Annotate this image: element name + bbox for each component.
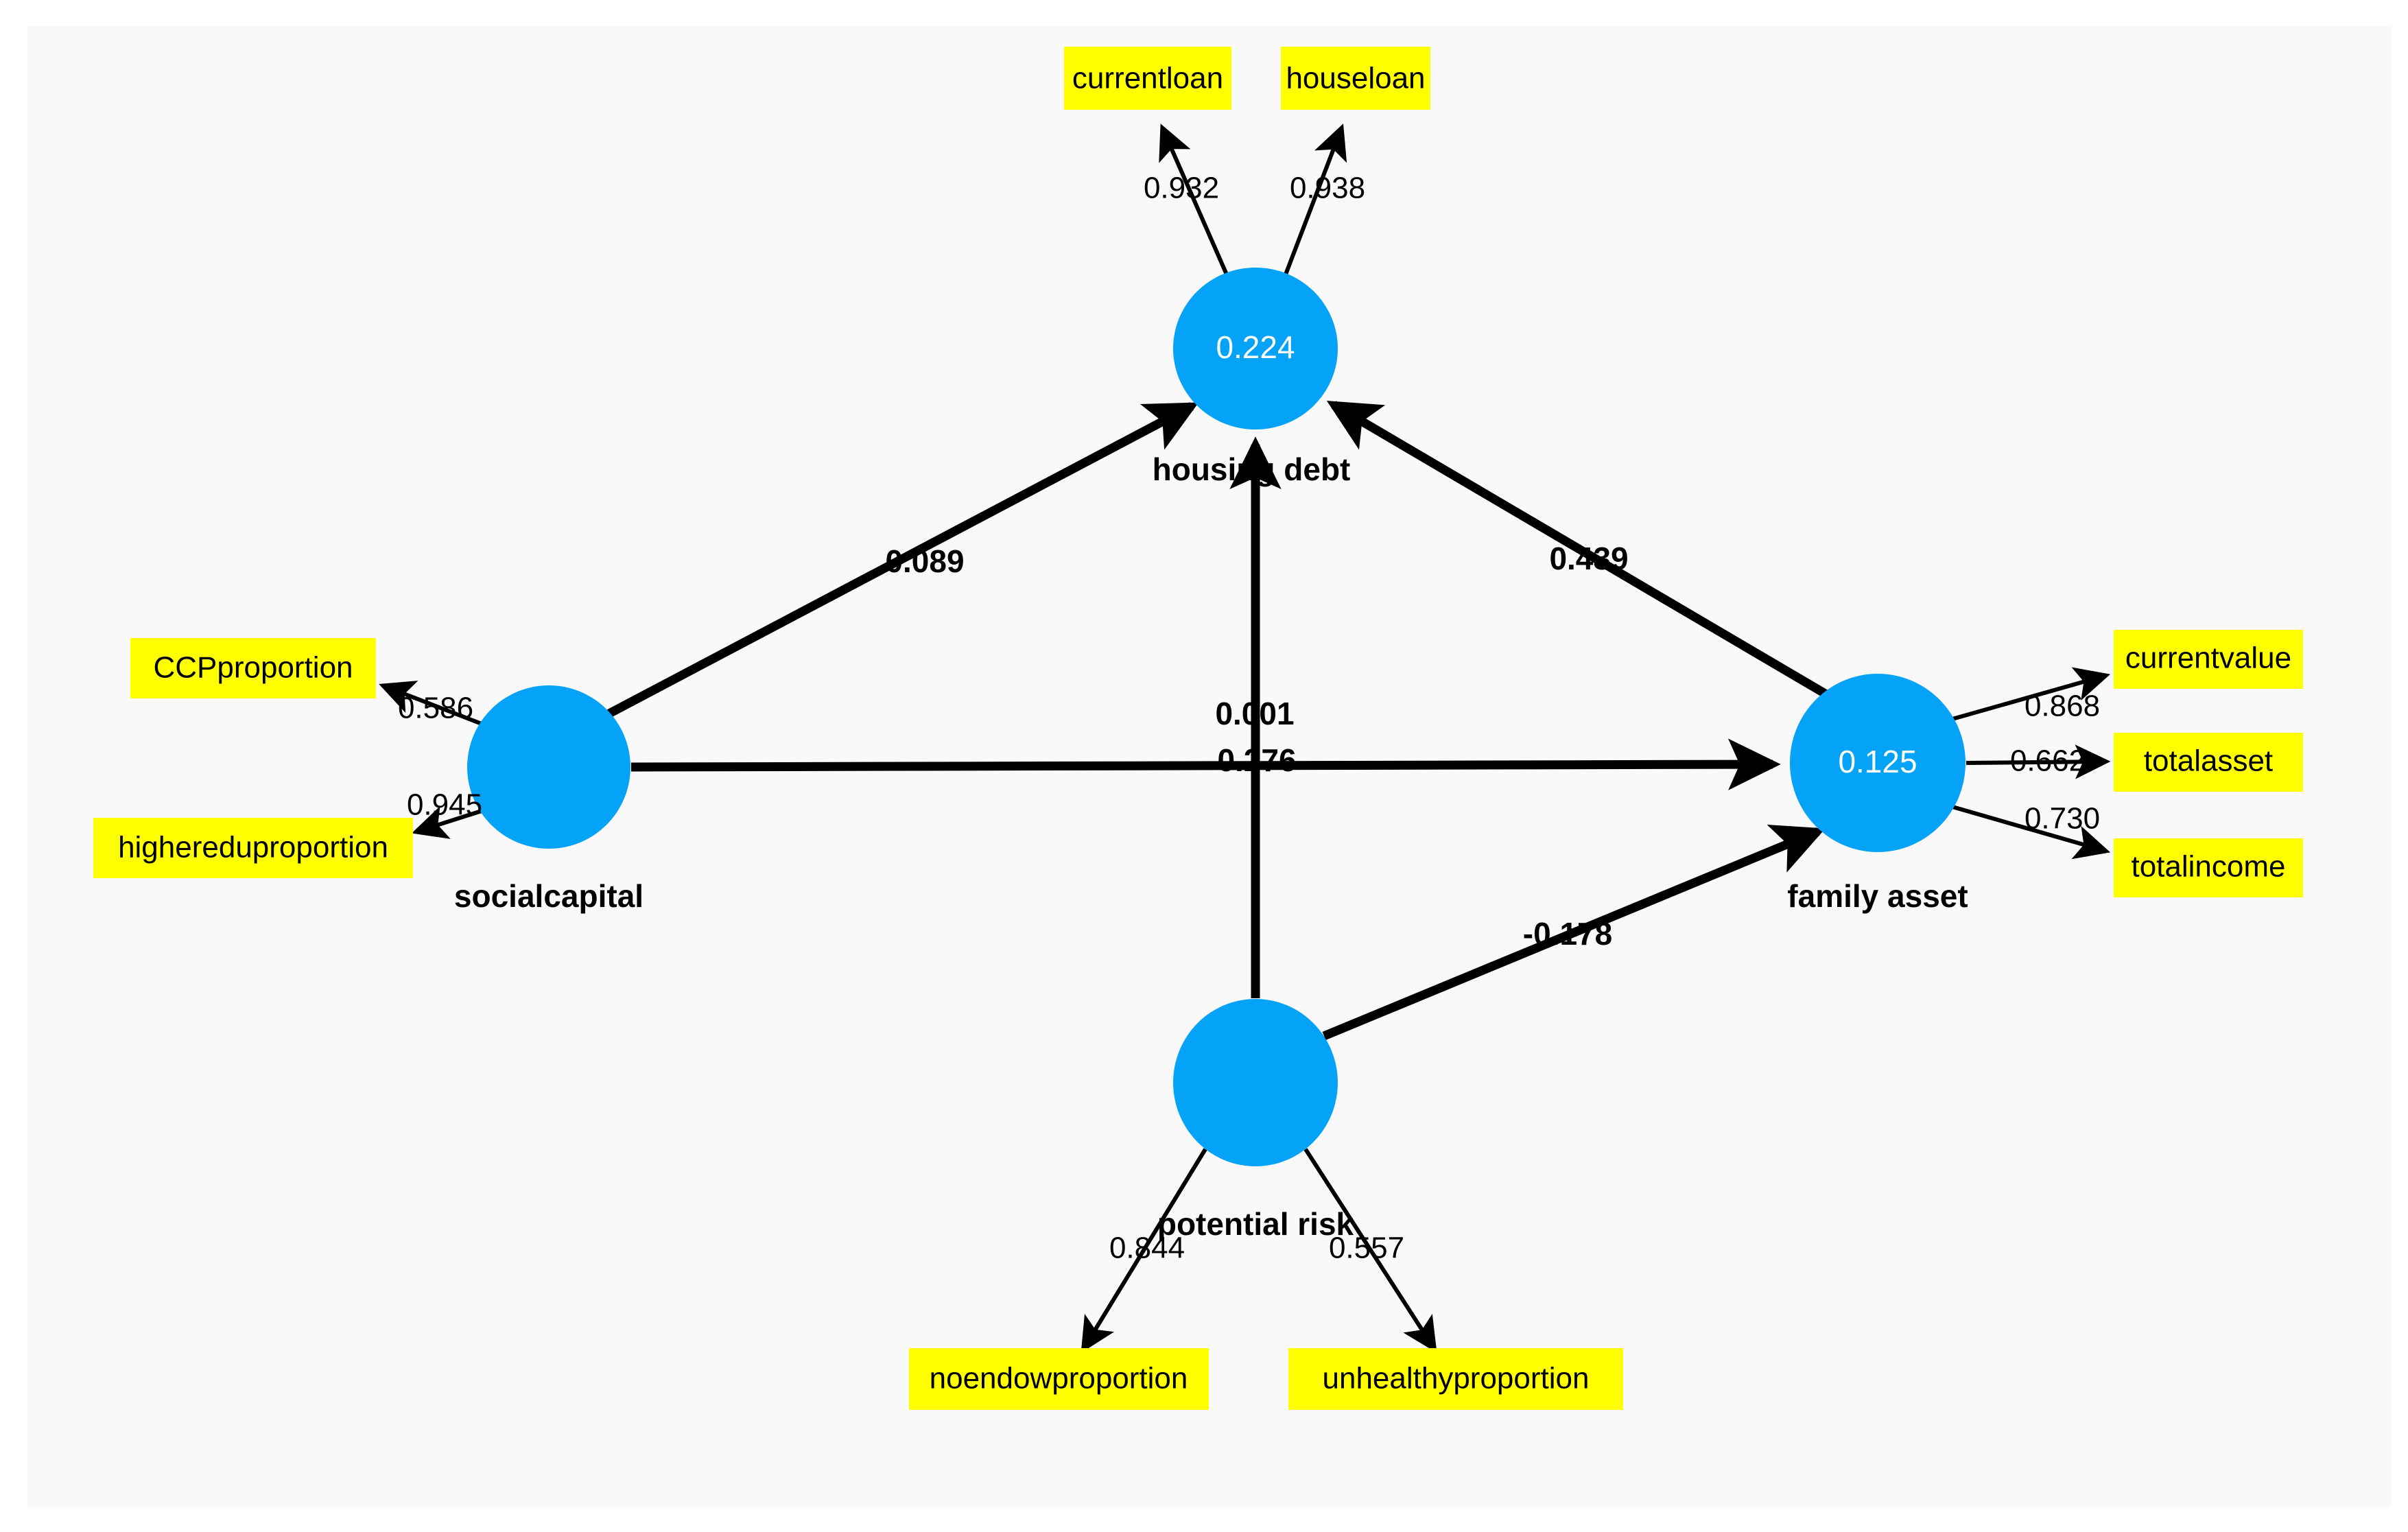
indicator-label-totalincome: totalincome <box>2131 850 2285 884</box>
path-label-socialcapital-family-asset: 0.276 <box>1217 742 1296 778</box>
latent-label-socialcapital: socialcapital <box>454 878 644 914</box>
loading-label-totalasset: 0.662 <box>2010 744 2086 778</box>
latent-node-family-asset[interactable]: 0.125 family asset <box>1787 674 1968 914</box>
loading-label-highereduproportion: 0.945 <box>407 788 482 822</box>
loading-label-unhealthyproportion: 0.557 <box>1329 1232 1404 1265</box>
indicator-currentvalue: currentvalue <box>2114 630 2303 689</box>
indicator-highereduproportion: highereduproportion <box>93 818 413 878</box>
loading-label-currentloan: 0.932 <box>1144 172 1219 205</box>
indicator-label-houseloan: houseloan <box>1286 62 1425 95</box>
latent-label-family-asset: family asset <box>1787 878 1968 914</box>
loading-label-ccpproportion: 0.586 <box>398 692 473 725</box>
edge-socialcapital-to-highereduproportion <box>411 805 482 839</box>
latent-node-socialcapital[interactable]: socialcapital <box>454 685 644 914</box>
latent-value-family-asset: 0.125 <box>1838 744 1917 779</box>
edge-socialcapital-to-family-asset <box>630 738 1781 790</box>
indicator-noendowproportion: noendowproportion <box>909 1348 1209 1410</box>
indicator-label-currentloan: currentloan <box>1072 62 1223 95</box>
latent-node-potential-risk[interactable]: potential risk <box>1157 999 1354 1242</box>
latent-label-housing-debt: housing debt <box>1153 451 1351 487</box>
path-label-potential-risk-family-asset: -0.178 <box>1523 916 1612 952</box>
edge-family-asset-to-currentvalue <box>1952 667 2111 721</box>
edge-family-asset-to-totalasset <box>1966 744 2111 779</box>
indicator-unhealthyproportion: unhealthyproportion <box>1288 1348 1623 1410</box>
indicator-totalincome: totalincome <box>2114 838 2303 897</box>
indicator-label-noendowproportion: noendowproportion <box>930 1362 1188 1395</box>
edge-potential-risk-to-unhealthyproportion <box>1303 1148 1437 1354</box>
indicator-ccpproportion: CCPproportion <box>130 638 376 698</box>
edge-housing-debt-to-houseloan <box>1284 123 1347 276</box>
latent-value-housing-debt: 0.224 <box>1216 329 1295 365</box>
loading-label-houseloan: 0.938 <box>1290 172 1365 205</box>
indicator-currentloan: currentloan <box>1064 47 1231 110</box>
edge-socialcapital-to-housing-debt <box>606 402 1199 718</box>
indicator-label-ccpproportion: CCPproportion <box>153 651 353 685</box>
path-label-socialcapital-housing-debt: 0.089 <box>885 543 964 579</box>
latent-label-potential-risk: potential risk <box>1157 1206 1354 1242</box>
path-label-potential-risk-housing-debt: 0.001 <box>1215 696 1294 731</box>
latent-node-housing-debt[interactable]: 0.224 housing debt <box>1153 268 1351 487</box>
edge-family-asset-to-totalincome <box>1952 805 2111 860</box>
indicator-label-unhealthyproportion: unhealthyproportion <box>1323 1362 1590 1395</box>
indicator-houseloan: houseloan <box>1281 47 1430 110</box>
edge-housing-debt-to-currentloan <box>1159 123 1229 276</box>
edge-socialcapital-to-ccpproportion <box>379 681 483 726</box>
loading-label-totalincome: 0.730 <box>2025 802 2100 836</box>
edge-potential-risk-to-family-asset <box>1322 825 1826 1041</box>
indicator-label-highereduproportion: highereduproportion <box>118 831 388 864</box>
indicator-label-totalasset: totalasset <box>2144 744 2273 778</box>
edge-family-asset-to-housing-debt <box>1326 401 1829 698</box>
indicator-totalasset: totalasset <box>2114 733 2303 792</box>
loading-label-noendowproportion: 0.844 <box>1109 1232 1185 1265</box>
indicator-label-currentvalue: currentvalue <box>2125 641 2291 675</box>
loading-label-currentvalue: 0.868 <box>2025 690 2100 723</box>
edge-potential-risk-to-noendowproportion <box>1081 1148 1207 1354</box>
path-label-family-asset-housing-debt: 0.439 <box>1549 541 1628 576</box>
